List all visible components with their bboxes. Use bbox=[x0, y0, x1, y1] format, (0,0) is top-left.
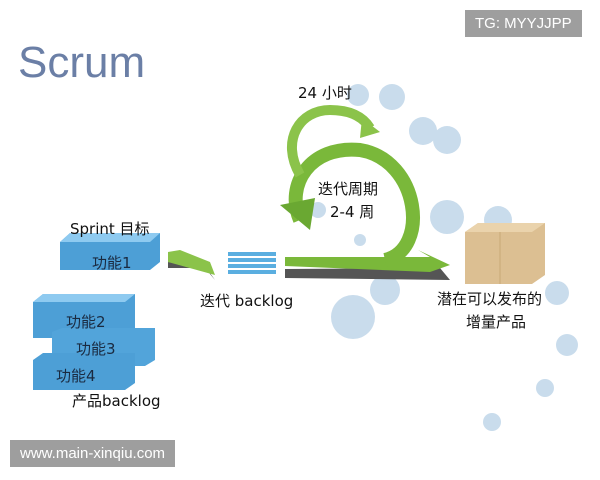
product-backlog-blocks bbox=[33, 294, 155, 390]
backlog-item: 功能3 bbox=[76, 340, 116, 358]
sprint-cycle-arrow bbox=[280, 104, 450, 280]
sprint-backlog-stack bbox=[228, 252, 276, 274]
arrow-to-sprint-backlog bbox=[168, 250, 215, 280]
sprint-goal-block bbox=[60, 233, 160, 270]
sprint-goal-item: 功能1 bbox=[92, 254, 132, 272]
decorative-circles bbox=[310, 84, 578, 431]
backlog-item: 功能2 bbox=[66, 313, 106, 331]
increment-label-2: 增量产品 bbox=[466, 313, 527, 331]
sprint-length: 2-4 周 bbox=[330, 203, 375, 221]
product-box-icon bbox=[465, 223, 545, 284]
page-title: Scrum bbox=[18, 38, 146, 87]
backlog-item: 功能4 bbox=[56, 367, 96, 385]
product-backlog-label: 产品backlog bbox=[72, 392, 161, 410]
increment-label-1: 潜在可以发布的 bbox=[437, 290, 543, 308]
sprint-backlog-label: 迭代 backlog bbox=[200, 292, 294, 310]
daily-label: 24 小时 bbox=[298, 84, 352, 102]
sprint-goal-label: Sprint 目标 bbox=[70, 220, 150, 238]
watermark-bottom: www.main-xinqiu.com bbox=[10, 440, 176, 467]
watermark-top: TG: MYYJJPP bbox=[465, 10, 582, 37]
sprint-label: 迭代周期 bbox=[318, 180, 379, 198]
